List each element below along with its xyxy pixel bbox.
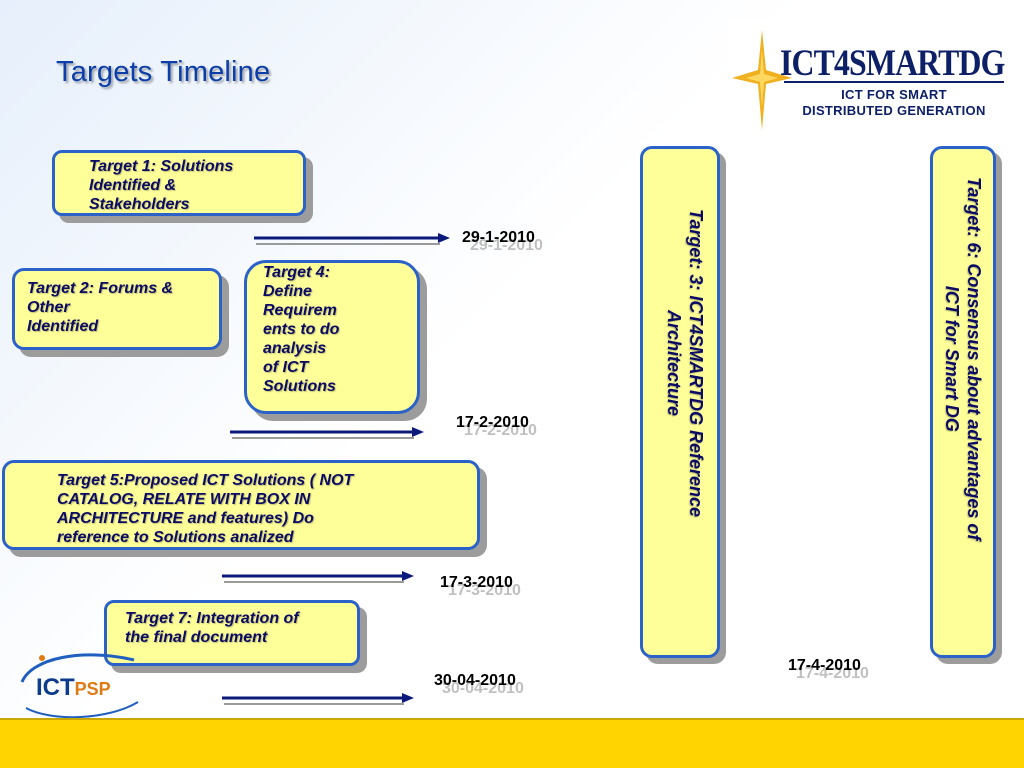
target-5-label: Target 5:Proposed ICT Solutions ( NOT CA… — [57, 472, 354, 546]
target-6-box: Target: 6: Consensus about advantages of… — [930, 146, 996, 658]
logo-subtitle-line2: DISTRIBUTED GENERATION — [802, 103, 986, 118]
target-7-box: Target 7: Integration of the final docum… — [104, 600, 360, 666]
logo-ict-text: ICT — [36, 674, 75, 701]
ict4smartdg-logo: ICT4SMARTDG ICT FOR SMART DISTRIBUTED GE… — [728, 20, 1006, 140]
target-6-label: Target: 6: Consensus about advantages of… — [942, 177, 984, 541]
swoosh-icon — [20, 653, 139, 718]
slide-title: Targets Timeline — [56, 56, 271, 88]
target-3-label: Target: 3: ICT4SMARTDG Reference Archite… — [664, 209, 706, 518]
arrow-3 — [222, 571, 414, 583]
arrow-4 — [222, 693, 414, 705]
star-icon — [732, 30, 792, 130]
logo-psp-text: PSP — [74, 679, 111, 699]
target-4-label: Target 4: Define Requirem ents to do ana… — [263, 264, 340, 395]
target-1-box: Target 1: Solutions Identified & Stakeho… — [52, 150, 306, 216]
target-5-box: Target 5:Proposed ICT Solutions ( NOT CA… — [2, 460, 480, 550]
target-2-label: Target 2: Forums & Other Identified — [27, 280, 174, 335]
target-7-label: Target 7: Integration of the final docum… — [125, 610, 299, 646]
arrow-2 — [230, 427, 424, 439]
target-2-box: Target 2: Forums & Other Identified — [12, 268, 222, 350]
logo-subtitle-line1: ICT FOR SMART — [841, 87, 947, 102]
ictpsp-logo: ICTPSP — [12, 648, 142, 718]
arrow-1 — [254, 233, 450, 245]
target-3-box: Target: 3: ICT4SMARTDG Reference Archite… — [640, 146, 720, 658]
footer-band — [0, 718, 1024, 768]
logo-brand: ICT4SMARTDG — [780, 43, 1005, 84]
logo-divider — [784, 81, 1004, 83]
target-4-box: Target 4: Define Requirem ents to do ana… — [244, 260, 420, 414]
target-1-label: Target 1: Solutions Identified & Stakeho… — [89, 158, 234, 213]
